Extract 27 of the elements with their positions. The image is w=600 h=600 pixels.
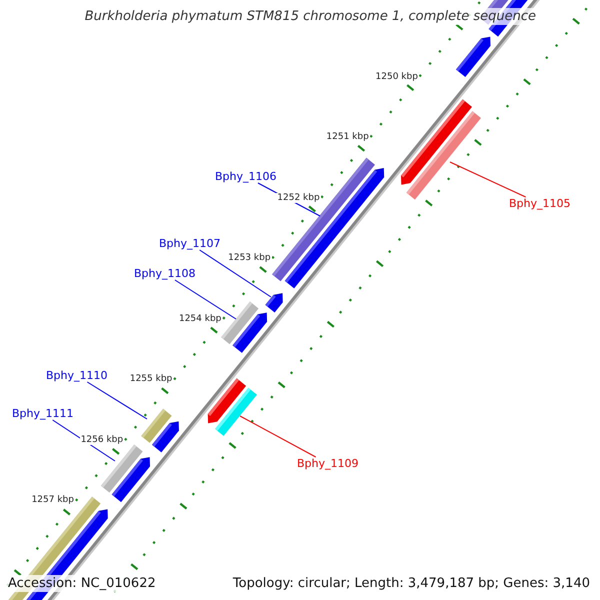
gene-label: Bphy_1105 bbox=[509, 197, 571, 210]
leader-line bbox=[174, 280, 236, 320]
gene-label: Bphy_1107 bbox=[159, 237, 221, 250]
scale-label: 1255 kbp bbox=[128, 374, 174, 384]
leader-line bbox=[240, 416, 316, 458]
scale-label: 1250 kbp bbox=[374, 72, 419, 82]
leader-line bbox=[52, 420, 116, 462]
gene-label: Bphy_1111 bbox=[12, 407, 74, 420]
gene-label: Bphy_1109 bbox=[297, 457, 359, 470]
gene-label: Bphy_1108 bbox=[134, 267, 196, 280]
category-block bbox=[406, 111, 481, 200]
category-block bbox=[215, 388, 257, 436]
category-block bbox=[100, 444, 143, 493]
coding-sequence-block bbox=[265, 293, 283, 312]
scale-label: 1251 kbp bbox=[325, 132, 370, 142]
leader-line bbox=[86, 382, 148, 420]
scale-label: 1254 kbp bbox=[178, 314, 222, 324]
category-block bbox=[221, 302, 259, 344]
leader-line bbox=[450, 162, 526, 198]
scale-label: 1256 kbp bbox=[80, 434, 124, 445]
gene-label: Bphy_1110 bbox=[46, 369, 108, 382]
scale-label: 1253 kbp bbox=[227, 253, 272, 264]
leader-line bbox=[199, 250, 272, 298]
category-block bbox=[141, 408, 172, 443]
scale-label: 1252 kbp bbox=[276, 192, 321, 203]
scale-label: 1257 kbp bbox=[30, 495, 75, 506]
gene-label: Bphy_1106 bbox=[215, 170, 277, 183]
